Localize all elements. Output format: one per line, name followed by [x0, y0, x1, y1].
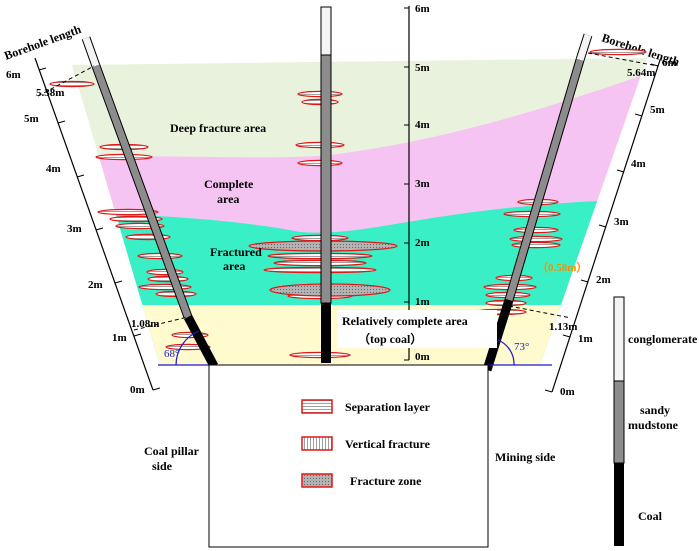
legend-separation-label: Separation layer: [345, 400, 431, 414]
right-tick-3: 3m: [614, 216, 629, 228]
left-tick-4: 4m: [46, 163, 61, 175]
legend: Separation layer Vertical fracture Fract…: [301, 399, 431, 488]
relatively-complete-box: [337, 310, 497, 348]
left-bottom-depth: 1.08m: [131, 318, 159, 330]
legend-separation-swatch: [301, 399, 333, 414]
left-tick-1: 1m: [112, 332, 127, 344]
borehole-left: [81, 36, 218, 369]
legend-zone-label: Fracture zone: [350, 474, 422, 488]
right-tick-5: 5m: [650, 104, 665, 116]
zone-label-complete-1: Complete: [204, 177, 254, 191]
zone-label-top-coal: （top coal）: [358, 331, 422, 346]
zone-label-fractured-1: Fractured: [210, 245, 262, 259]
left-scale-title: Borehole length: [2, 22, 83, 63]
center-tick-3: 3m: [415, 178, 430, 190]
gap-value-label: （0.58m）: [537, 261, 587, 274]
center-tick-2: 2m: [415, 237, 430, 249]
center-tick-5: 5m: [415, 62, 430, 74]
zone-label-complete-2: area: [217, 192, 239, 206]
dashed-markers: [37, 52, 659, 331]
borehole-right: [482, 33, 593, 372]
mining-side-label: Mining side: [495, 450, 556, 464]
center-tick-1: 1m: [415, 296, 430, 308]
strata-coal-bar: [614, 463, 624, 546]
left-top-depth: 5.38m: [36, 87, 64, 99]
strata-sandy-label-1: sandy: [640, 403, 670, 417]
coal-pillar-side-label-1: Coal pillar: [144, 444, 200, 458]
zone-label-deep-fracture: Deep fracture area: [170, 121, 266, 135]
angle-indicators: [158, 330, 552, 366]
strata-sandy-label-2: mudstone: [628, 418, 679, 432]
strata-conglomerate-bar: [613, 296, 625, 382]
zone-label-relatively-complete: Relatively complete area: [342, 314, 468, 328]
right-angle-label: 73°: [514, 341, 529, 353]
right-tick-2: 2m: [596, 274, 611, 286]
strata-sandy-bar: [613, 380, 625, 464]
strata-coal-label: Coal: [638, 509, 663, 523]
borehole-center: [320, 6, 332, 363]
left-tick-2: 2m: [88, 279, 103, 291]
working-face-box: [208, 364, 489, 548]
right-tick-6: 6m: [662, 57, 677, 69]
left-angle-label: 68°: [164, 348, 179, 360]
center-tick-4: 4m: [415, 119, 430, 131]
left-tick-3: 3m: [67, 223, 82, 235]
right-bottom-depth: 1.13m: [549, 321, 577, 333]
strata-conglomerate-label: conglomerate: [628, 332, 698, 346]
left-tick-0: 0m: [130, 384, 145, 396]
center-scale: 0m 1m 2m 3m 4m 5m 6m: [404, 3, 430, 363]
center-tick-0: 0m: [415, 351, 430, 363]
legend-vertical-label: Vertical fracture: [345, 437, 431, 451]
right-tick-0: 0m: [560, 386, 575, 398]
left-tick-6: 6m: [6, 69, 21, 81]
legend-vertical-swatch: [301, 436, 333, 451]
right-top-depth: 5.64m: [627, 67, 655, 79]
legend-zone-swatch: [301, 473, 333, 488]
right-tick-4: 4m: [631, 158, 646, 170]
right-tick-1: 1m: [578, 333, 593, 345]
strata-legend-column: conglomerate sandy mudstone Coal: [613, 296, 698, 546]
zone-label-fractured-2: area: [223, 259, 245, 273]
center-tick-6: 6m: [415, 3, 430, 15]
coal-pillar-side-label-2: side: [152, 459, 173, 473]
left-tick-5: 5m: [24, 113, 39, 125]
